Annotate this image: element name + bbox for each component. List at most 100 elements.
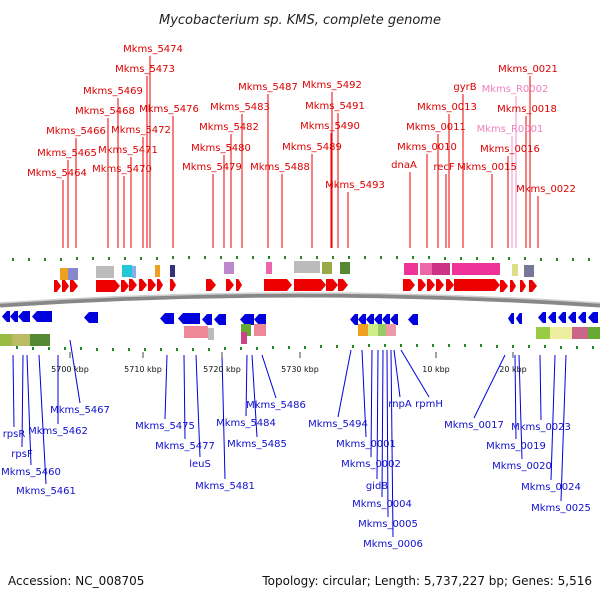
gene-arrow[interactable] — [568, 312, 576, 323]
gene-arrow[interactable] — [264, 279, 292, 291]
gene-label[interactable]: Mkms_5485 — [227, 439, 287, 450]
gene-arrow[interactable] — [500, 280, 508, 292]
gene-label[interactable]: rpsR — [3, 429, 26, 440]
gene-label[interactable]: Mkms_5481 — [195, 481, 255, 492]
gene-label[interactable]: Mkms_5491 — [305, 101, 365, 112]
gene-label[interactable]: Mkms_5492 — [302, 80, 362, 91]
gene-arrow[interactable] — [538, 312, 546, 323]
gene-arrow[interactable] — [96, 280, 120, 292]
gene-label[interactable]: Mkms_R0002 — [482, 84, 549, 95]
gene-label[interactable]: Mkms_0016 — [480, 144, 540, 155]
gene-arrow[interactable] — [160, 313, 174, 324]
gene-arrow[interactable] — [516, 313, 522, 324]
gene-label[interactable]: Mkms_5467 — [50, 405, 110, 416]
gene-label[interactable]: Mkms_5468 — [75, 106, 135, 117]
gene-arrow[interactable] — [214, 314, 226, 325]
gene-arrow[interactable] — [148, 279, 156, 291]
gene-arrow[interactable] — [62, 280, 69, 292]
gene-arrow[interactable] — [178, 313, 200, 324]
gene-arrow[interactable] — [358, 314, 366, 325]
gene-label[interactable]: Mkms_0022 — [516, 184, 576, 195]
gene-label[interactable]: gyrB — [453, 82, 476, 93]
gene-label[interactable]: Mkms_5477 — [155, 441, 215, 452]
gene-label[interactable]: Mkms_5475 — [135, 421, 195, 432]
gene-label[interactable]: Mkms_5494 — [308, 419, 368, 430]
gene-label[interactable]: Mkms_0006 — [363, 539, 423, 550]
gene-label[interactable]: Mkms_5483 — [210, 102, 270, 113]
gene-label[interactable]: Mkms_5486 — [246, 400, 306, 411]
gene-arrow[interactable] — [170, 279, 176, 291]
gene-label[interactable]: Mkms_0011 — [406, 122, 466, 133]
gene-arrow[interactable] — [578, 312, 586, 323]
gene-label[interactable]: Mkms_5474 — [123, 44, 183, 55]
gene-label[interactable]: Mkms_5470 — [92, 164, 152, 175]
gene-arrow[interactable] — [558, 312, 566, 323]
gene-label[interactable]: Mkms_5472 — [111, 125, 171, 136]
gene-arrow[interactable] — [236, 279, 242, 291]
gene-label[interactable]: Mkms_5461 — [16, 486, 76, 497]
gene-label[interactable]: Mkms_0024 — [521, 482, 581, 493]
gene-label[interactable]: Mkms_5484 — [216, 418, 276, 429]
gene-label[interactable]: Mkms_5488 — [250, 162, 310, 173]
gene-arrow[interactable] — [121, 280, 129, 292]
gene-arrow[interactable] — [84, 312, 98, 323]
gene-arrow[interactable] — [403, 279, 415, 291]
gene-arrow[interactable] — [240, 314, 254, 325]
gene-label[interactable]: Mkms_5493 — [325, 180, 385, 191]
gene-arrow[interactable] — [202, 314, 212, 325]
gene-label[interactable]: rpsF — [11, 449, 33, 460]
gene-label[interactable]: Mkms_5471 — [98, 145, 158, 156]
gene-arrow[interactable] — [2, 311, 10, 322]
gene-arrow[interactable] — [18, 311, 30, 322]
gene-label[interactable]: dnaA — [391, 160, 417, 171]
gene-arrow[interactable] — [70, 280, 78, 292]
gene-label[interactable]: Mkms_5489 — [282, 142, 342, 153]
gene-label[interactable]: Mkms_5466 — [46, 126, 106, 137]
gene-arrow[interactable] — [350, 314, 358, 325]
gene-label[interactable]: Mkms_5460 — [1, 467, 61, 478]
gene-label[interactable]: Mkms_5487 — [238, 82, 298, 93]
gene-label[interactable]: Mkms_0015 — [457, 162, 517, 173]
gene-arrow[interactable] — [157, 279, 163, 291]
gene-arrow[interactable] — [548, 312, 556, 323]
gene-arrow[interactable] — [446, 279, 454, 291]
gene-label[interactable]: Mkms_5482 — [199, 122, 259, 133]
gene-label[interactable]: Mkms_5473 — [115, 64, 175, 75]
gene-arrow[interactable] — [10, 311, 18, 322]
gene-arrow[interactable] — [226, 279, 234, 291]
gene-arrow[interactable] — [206, 279, 216, 291]
gene-label[interactable]: Mkms_0025 — [531, 503, 591, 514]
gene-arrow[interactable] — [427, 279, 435, 291]
gene-label[interactable]: Mkms_0018 — [497, 104, 557, 115]
gene-arrow[interactable] — [338, 279, 348, 291]
gene-label[interactable]: Mkms_R0001 — [477, 124, 544, 135]
gene-label[interactable]: Mkms_0019 — [486, 441, 546, 452]
gene-label[interactable]: Mkms_0005 — [358, 519, 418, 530]
gene-label[interactable]: Mkms_0020 — [492, 461, 552, 472]
gene-label[interactable]: Mkms_5462 — [28, 426, 88, 437]
gene-arrow[interactable] — [510, 280, 516, 292]
gene-label[interactable]: Mkms_5464 — [27, 168, 87, 179]
gene-label[interactable]: Mkms_0004 — [352, 499, 412, 510]
gene-arrow[interactable] — [32, 311, 52, 322]
gene-arrow[interactable] — [54, 280, 61, 292]
gene-arrow[interactable] — [520, 280, 526, 292]
gene-arrow[interactable] — [366, 314, 374, 325]
gene-label[interactable]: Mkms_5490 — [300, 121, 360, 132]
gene-label[interactable]: Mkms_5476 — [139, 104, 199, 115]
gene-label[interactable]: Mkms_0023 — [511, 422, 571, 433]
gene-arrow[interactable] — [129, 279, 137, 291]
gene-label[interactable]: Mkms_0013 — [417, 102, 477, 113]
gene-arrow[interactable] — [529, 280, 537, 292]
gene-label[interactable]: Mkms_5479 — [182, 162, 242, 173]
gene-arrow[interactable] — [508, 313, 514, 324]
gene-label[interactable]: Mkms_5465 — [37, 148, 97, 159]
gene-arrow[interactable] — [254, 314, 266, 325]
gene-label[interactable]: Mkms_0002 — [341, 459, 401, 470]
gene-arrow[interactable] — [588, 312, 598, 323]
gene-label[interactable]: recF — [433, 162, 455, 173]
gene-label[interactable]: Mkms_0017 — [444, 420, 504, 431]
gene-arrow[interactable] — [139, 279, 147, 291]
gene-arrow[interactable] — [418, 279, 426, 291]
gene-label[interactable]: Mkms_5480 — [191, 143, 251, 154]
